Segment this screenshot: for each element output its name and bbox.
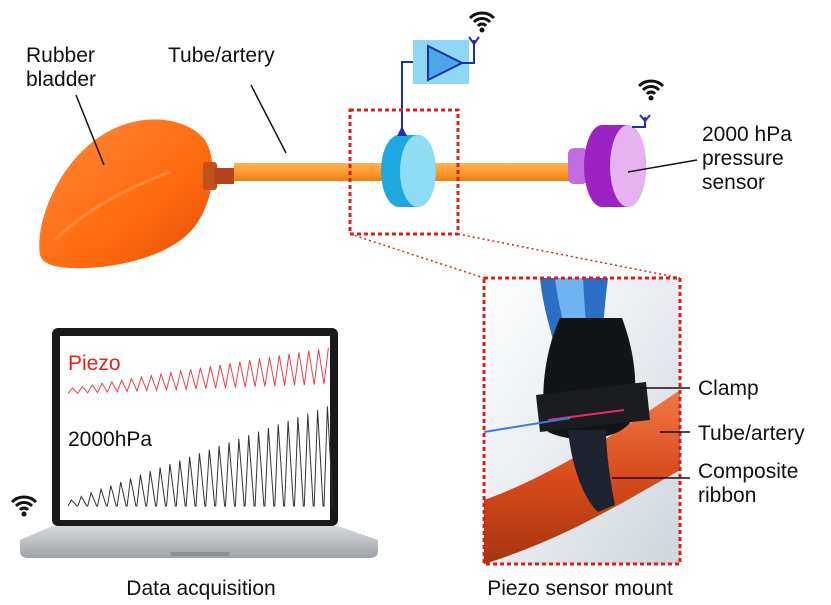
signal-arrow	[397, 126, 407, 136]
wifi-icon	[637, 79, 665, 101]
tube-leader-line	[250, 84, 287, 154]
tube-artery-label: Tube/artery	[168, 44, 275, 67]
zoom-line-right	[457, 233, 681, 279]
clamp-label: Clamp	[698, 377, 759, 400]
rubber-bladder-label: Rubber bladder	[26, 44, 101, 91]
antenna-icon	[632, 114, 651, 128]
pressure-sensor-label: 2000 hPa pressure sensor	[702, 123, 798, 194]
wifi-icon	[10, 495, 38, 517]
rubber-bladder	[39, 119, 234, 269]
zoom-target-box	[482, 276, 682, 566]
piezo-mount-caption: Piezo sensor mount	[487, 577, 673, 600]
data-acquisition-caption: Data acquisition	[126, 577, 275, 600]
amplifier-icon	[413, 40, 475, 84]
piezo-mount-photo	[483, 278, 680, 564]
pressure-sensor	[568, 125, 646, 207]
composite-ribbon-label: Composite ribbon	[698, 460, 804, 507]
hpa-trace-label: 2000hPa	[68, 428, 152, 451]
antenna-icon	[468, 36, 480, 46]
piezo-trace	[67, 347, 329, 394]
piezo-trace-label: Piezo	[68, 352, 121, 375]
bladder-leader-line	[75, 94, 105, 166]
sensor-leader-line	[627, 159, 698, 173]
hpa-trace	[67, 406, 334, 507]
zoom-line-left	[349, 233, 485, 279]
tube-artery-photo-label: Tube/artery	[698, 422, 805, 445]
zoom-source-box	[348, 108, 460, 236]
wifi-icon	[468, 11, 496, 33]
piezo-clamp	[381, 135, 436, 207]
